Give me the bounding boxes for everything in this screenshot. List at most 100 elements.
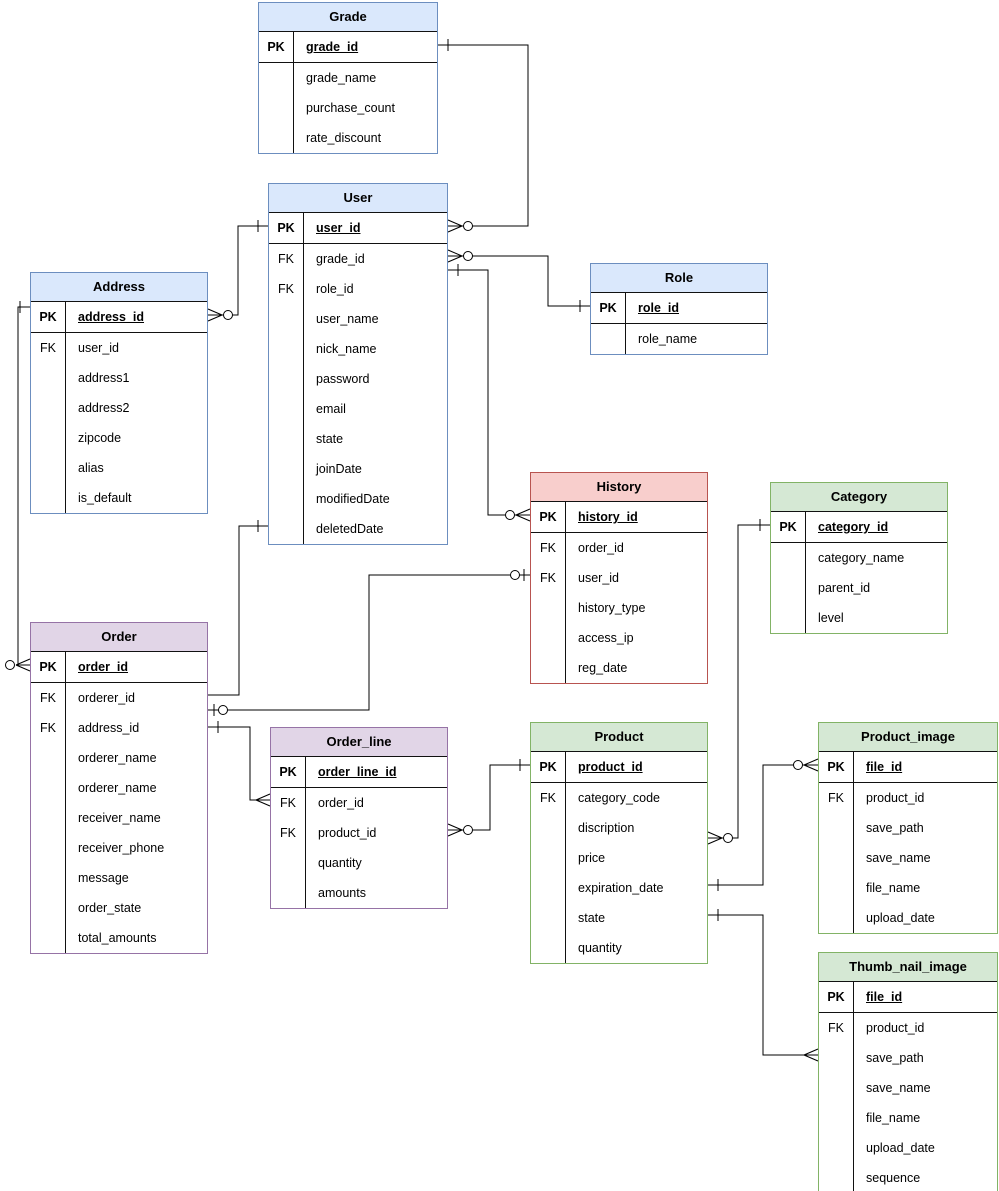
row-field-name: role_name [638,332,698,346]
row-field-name: category_id [818,520,889,534]
row-field-name: category_code [578,791,661,805]
row-key-label [269,334,304,364]
row-key-label [819,843,854,873]
row-field-name: file_id [866,760,903,774]
table-row: history_type [531,593,707,623]
table-title: Order [31,623,207,652]
row-field-name: file_name [866,1111,921,1125]
table-row: save_path [819,1043,997,1073]
row-key-label: PK [819,752,854,782]
row-field-name: role_id [638,301,679,315]
table-title: History [531,473,707,502]
row-key-label [819,1133,854,1163]
row-key-label: PK [531,752,566,782]
table-row: zipcode [31,423,207,453]
relationship-user-address[interactable] [207,220,268,322]
row-key-label [31,453,66,483]
row-key-label: FK [31,683,66,713]
row-field-name: product_id [866,1021,925,1035]
row-key-label [771,543,806,573]
row-key-label [31,423,66,453]
table-row: upload_date [819,1133,997,1163]
relationship-order-history[interactable] [208,569,530,716]
table-row: file_name [819,1103,997,1133]
table-row: sequence [819,1163,997,1191]
row-field-name: order_line_id [318,765,397,779]
row-key-label [819,903,854,933]
row-field-name: role_id [316,282,354,296]
table-row: orderer_name [31,743,207,773]
row-field-name: file_name [866,881,921,895]
row-field-name: price [578,851,606,865]
row-field-name: expiration_date [578,881,664,895]
table-row: quantity [531,933,707,963]
row-field-name: zipcode [78,431,122,445]
row-field-name: state [578,911,606,925]
table-row: password [269,364,447,394]
relationship-order-order_line[interactable] [208,721,271,807]
row-field-name: message [78,871,129,885]
table-row: save_name [819,1073,997,1103]
row-field-name: quantity [318,856,362,870]
row-field-name: modifiedDate [316,492,390,506]
row-key-label: FK [271,788,306,818]
row-field-name: amounts [318,886,366,900]
row-field-name: save_name [866,851,931,865]
table-row: access_ip [531,623,707,653]
relationship-user-role[interactable] [447,249,590,312]
row-key-label [531,623,566,653]
row-field-name: product_id [866,791,925,805]
row-field-name: orderer_id [78,691,135,705]
row-field-name: password [316,372,370,386]
row-field-name: parent_id [818,581,871,595]
relationship-user-order[interactable] [208,520,268,696]
row-field-name: orderer_name [78,781,157,795]
table-row: message [31,863,207,893]
relationship-product-product_image[interactable] [708,758,819,891]
row-key-label [269,364,304,394]
relationship-product-thumb_nail_image[interactable] [708,909,819,1062]
table-row: joinDate [269,454,447,484]
row-field-name: total_amounts [78,931,157,945]
row-key-label [259,123,294,153]
relationship-category-product[interactable] [707,519,770,845]
relationship-grade-user[interactable] [438,39,529,233]
row-key-label [531,653,566,683]
relationship-address-order[interactable] [5,301,31,672]
row-key-label: PK [591,293,626,323]
row-key-label: FK [31,333,66,363]
row-field-name: purchase_count [306,101,395,115]
table-row: nick_name [269,334,447,364]
table-row: file_name [819,873,997,903]
relationship-user-history[interactable] [448,264,531,522]
table-row: save_path [819,813,997,843]
row-field-name: order_id [318,796,364,810]
row-key-label [771,573,806,603]
row-key-label [269,394,304,424]
row-key-label: FK [269,274,304,304]
table-row: grade_name [259,63,437,93]
relationship-order_line-product[interactable] [447,759,530,837]
table-row: level [771,603,947,633]
row-key-label: PK [531,502,566,532]
row-key-label: FK [31,713,66,743]
row-field-name: order_id [78,660,129,674]
table-title: User [269,184,447,213]
